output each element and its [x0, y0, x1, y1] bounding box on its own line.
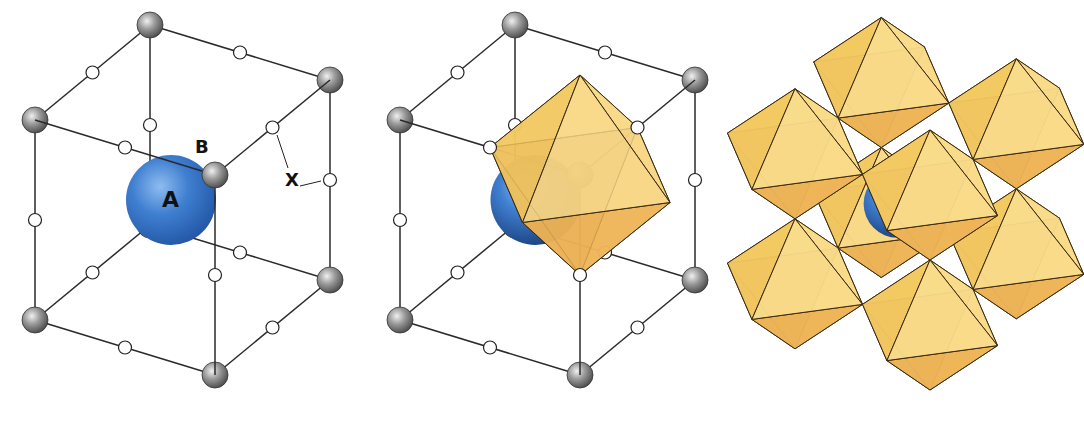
bond-line — [400, 320, 580, 375]
octahedron-face — [973, 59, 1084, 160]
x-atom — [119, 341, 132, 354]
x-atom — [451, 66, 464, 79]
x-atom — [631, 121, 644, 134]
x-atom — [266, 321, 279, 334]
x-atom — [29, 214, 42, 227]
leader-line — [300, 181, 321, 186]
b-atom — [682, 267, 708, 293]
x-atom — [689, 174, 702, 187]
b-atom — [317, 267, 343, 293]
x-atom — [86, 66, 99, 79]
bond-line — [35, 120, 215, 175]
x-atom — [484, 141, 497, 154]
x-atom — [86, 266, 99, 279]
octahedron-face — [887, 260, 998, 361]
bond-line — [35, 320, 215, 375]
bond-line — [150, 25, 330, 80]
x-atom — [234, 246, 247, 259]
bond-line — [580, 280, 695, 375]
x-atom — [599, 46, 612, 59]
site-label: X — [283, 170, 301, 190]
a-site-sphere: A — [126, 155, 216, 245]
b-atom — [502, 12, 528, 38]
bond-line — [400, 225, 515, 320]
octahedron-face — [523, 75, 671, 223]
octahedron-face — [752, 89, 863, 190]
x-atom — [144, 119, 157, 132]
b-atom — [22, 307, 48, 333]
octahedron-face — [838, 18, 949, 119]
b-atom — [202, 162, 228, 188]
bond-line — [35, 225, 150, 320]
bond-line — [215, 80, 330, 175]
x-atom — [324, 174, 337, 187]
bond-line — [400, 25, 515, 120]
x-atom — [631, 321, 644, 334]
leader-line — [277, 135, 288, 168]
site-label: A — [162, 189, 179, 211]
x-atom — [484, 341, 497, 354]
x-atom — [574, 269, 587, 282]
bond-line — [215, 280, 330, 375]
x-atom — [209, 269, 222, 282]
x-atom — [394, 214, 407, 227]
site-label: B — [193, 137, 211, 157]
bond-line — [515, 25, 695, 80]
octahedron-face — [887, 130, 998, 231]
x-atom — [266, 121, 279, 134]
b-atom — [137, 12, 163, 38]
x-atom — [451, 266, 464, 279]
x-atom — [234, 46, 247, 59]
bond-line — [35, 25, 150, 120]
b-atom — [387, 307, 413, 333]
x-atom — [119, 141, 132, 154]
octahedron-face — [752, 219, 863, 320]
